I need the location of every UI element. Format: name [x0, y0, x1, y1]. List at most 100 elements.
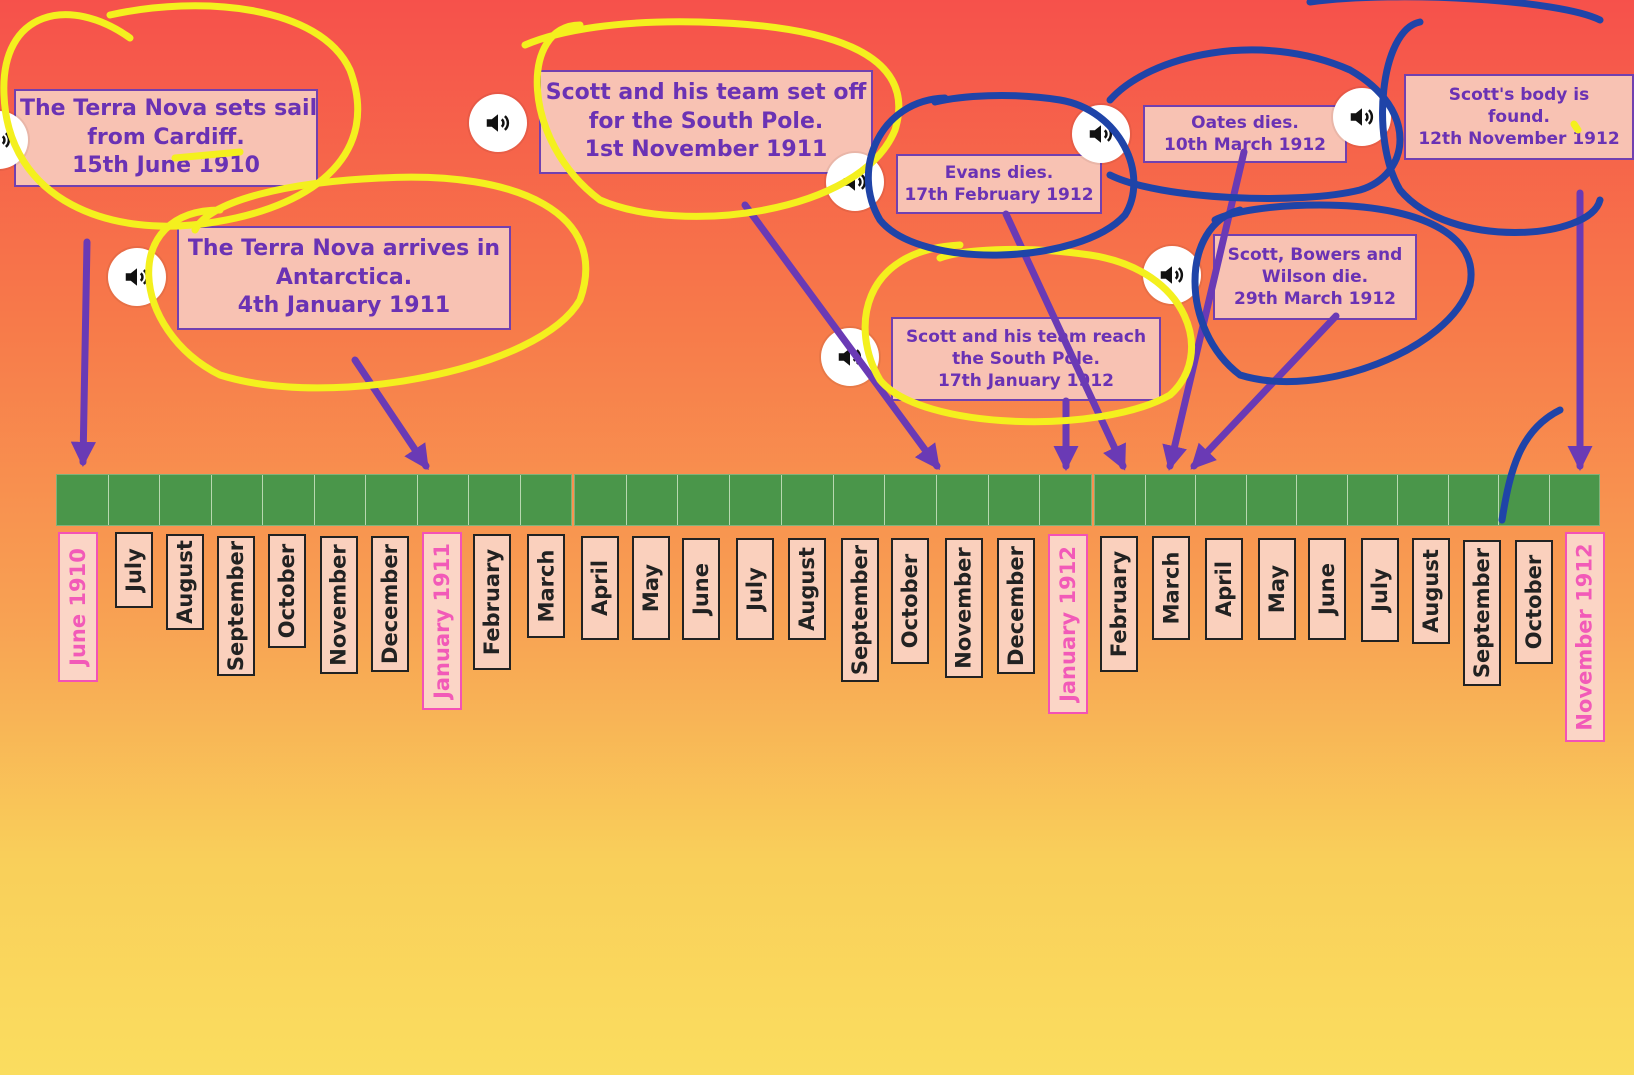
month-label: November 1912 [1565, 532, 1605, 742]
month-label: April [1205, 538, 1243, 640]
timeline-segment [1499, 475, 1550, 525]
speaker-button-reach-pole[interactable] [821, 328, 879, 386]
event-box-set-off: Scott and his team set off for the South… [539, 70, 873, 174]
event-text: Evans dies. [944, 162, 1054, 183]
timeline-bar-1912 [1094, 474, 1600, 526]
arrow [1190, 312, 1340, 470]
speaker-button-oates-dies[interactable] [1072, 105, 1130, 163]
timeline-segment [212, 475, 263, 525]
timeline-segment [730, 475, 782, 525]
timeline-segment [521, 475, 572, 525]
timeline-segment [989, 475, 1041, 525]
timeline-segment [575, 475, 627, 525]
timeline-segment [1449, 475, 1499, 525]
yellow-scribbles [0, 2, 1582, 426]
month-label: October [1515, 540, 1553, 664]
event-box-sets-sail: The Terra Nova sets sail from Cardiff. 1… [14, 89, 318, 187]
month-label: February [1100, 536, 1138, 672]
timeline-segment [1095, 475, 1146, 525]
timeline-segment [834, 475, 886, 525]
event-text: Scott, Bowers and [1227, 244, 1403, 265]
event-text: Scott's body is [1448, 84, 1590, 105]
speaker-button-body-found[interactable] [1333, 88, 1391, 146]
month-label: June 1910 [58, 532, 98, 682]
month-label: July [1361, 538, 1399, 642]
timeline-segment [160, 475, 212, 525]
month-label: October [268, 534, 306, 648]
event-text: for the South Pole. [588, 108, 824, 134]
timeline-segment [1398, 475, 1449, 525]
arrow [70, 238, 96, 468]
month-label: November [945, 538, 983, 678]
timeline-segment [418, 475, 469, 525]
speaker-button-scott-dies[interactable] [1143, 246, 1201, 304]
event-date: 15th June 1910 [72, 153, 260, 179]
month-label: May [1258, 538, 1296, 640]
timeline-segment [263, 475, 315, 525]
event-date: 10th March 1912 [1164, 135, 1326, 155]
blue-circle [1306, 0, 1604, 24]
timeline-segment [1297, 475, 1348, 525]
month-label: February [473, 534, 511, 670]
speaker-button-set-off[interactable] [469, 94, 527, 152]
timeline-segment [1040, 475, 1091, 525]
arrow [351, 356, 430, 471]
speaker-volume-icon [1350, 108, 1374, 126]
month-label: September [841, 538, 879, 682]
month-label: December [997, 538, 1035, 674]
month-label: July [115, 532, 153, 608]
timeline-segment [109, 475, 160, 525]
timeline-segment [1146, 475, 1196, 525]
timeline-segment [937, 475, 989, 525]
month-label: March [1152, 536, 1190, 640]
speaker-volume-icon [1, 132, 11, 148]
event-date: 4th January 1911 [237, 293, 451, 319]
event-text: The Terra Nova sets sail [20, 96, 318, 122]
speaker-volume-icon [843, 173, 867, 191]
month-label: January 1911 [422, 532, 462, 710]
event-text: Scott and his team reach [905, 326, 1147, 347]
event-date: 17th February 1912 [904, 185, 1094, 205]
event-box-oates-dies: Oates dies. 10th March 1912 [1143, 105, 1347, 163]
month-label: August [788, 538, 826, 640]
timeline-segment [1348, 475, 1398, 525]
speaker-volume-icon [1160, 266, 1184, 284]
event-box-scott-dies: Scott, Bowers and Wilson die. 29th March… [1213, 234, 1417, 320]
month-label: March [527, 534, 565, 638]
event-box-body-found: Scott's body is found. 12th November 191… [1404, 74, 1634, 160]
event-date: 12th November 1912 [1418, 129, 1620, 150]
month-label: May [632, 536, 670, 640]
month-label: August [166, 534, 204, 630]
speaker-volume-icon [125, 268, 149, 286]
month-label: September [1463, 540, 1501, 686]
timeline-segment [678, 475, 731, 525]
month-label: January 1912 [1048, 534, 1088, 714]
month-label: June [1308, 538, 1346, 640]
month-label: December [371, 536, 409, 672]
timeline-bar-1911 [574, 474, 1092, 526]
event-text: Wilson die. [1261, 266, 1369, 287]
timeline-segment [57, 475, 109, 525]
timeline-segment [315, 475, 366, 525]
speaker-volume-icon [486, 114, 510, 132]
month-label: September [217, 536, 255, 676]
month-label: August [1412, 538, 1450, 644]
event-text: The Terra Nova arrives in [187, 236, 501, 262]
event-date: 17th January 1912 [938, 371, 1114, 392]
timeline-segment [366, 475, 418, 525]
speaker-button-evans-dies[interactable] [826, 153, 884, 211]
timeline-segment [1247, 475, 1297, 525]
event-text: Antarctica. [275, 264, 413, 290]
event-text: Oates dies. [1191, 112, 1299, 133]
timeline-segment [469, 475, 521, 525]
event-date: 29th March 1912 [1234, 289, 1396, 310]
month-label: April [581, 536, 619, 640]
event-date: 1st November 1911 [584, 137, 828, 163]
timeline-segment [1550, 475, 1600, 525]
speaker-button-arrives[interactable] [108, 248, 166, 306]
month-label: November [320, 536, 358, 674]
month-label: June [682, 538, 720, 640]
month-label: July [736, 538, 774, 640]
event-text: from Cardiff. [87, 124, 245, 150]
event-text: Scott and his team set off [545, 80, 867, 106]
